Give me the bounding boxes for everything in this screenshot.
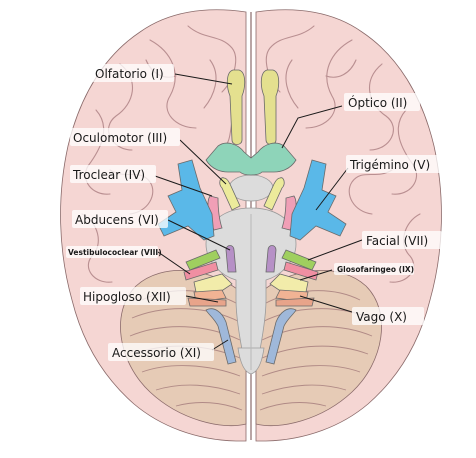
leader-glossopharyngeal bbox=[299, 269, 333, 281]
leader-olfactory bbox=[174, 73, 233, 85]
label-accessory: Accessorio (XI) bbox=[112, 346, 201, 360]
hypoglossal-nerve-left bbox=[187, 297, 227, 307]
glossopharyngeal-nerve-right bbox=[269, 273, 309, 293]
leader-trigeminal bbox=[315, 167, 349, 211]
label-vestibulocochlear: Vestibulococlear (VIII) bbox=[68, 248, 162, 257]
leader-oculomotor bbox=[179, 139, 227, 185]
label-glossopharyngeal: Glosofaringeo (IX) bbox=[337, 265, 414, 274]
accessory-nerve-right bbox=[265, 308, 297, 365]
leader-lines bbox=[154, 73, 363, 351]
label-olfactory: Olfatorio (I) bbox=[95, 67, 164, 81]
olfactory-nerve-left bbox=[226, 69, 246, 145]
labels: Olfatorio (I) Óptico (II) Oculomotor (II… bbox=[66, 64, 446, 361]
oculomotor-nerve-right bbox=[263, 177, 285, 211]
facial-nerve-right bbox=[281, 249, 317, 271]
abducens-nerve-right bbox=[265, 245, 277, 273]
label-trochlear: Troclear (IV) bbox=[72, 168, 145, 182]
label-abducens: Abducens (VI) bbox=[75, 213, 159, 227]
trigeminal-nerve-right bbox=[289, 159, 347, 241]
label-trigeminal: Trigémino (V) bbox=[349, 158, 430, 172]
label-vagus: Vago (X) bbox=[356, 310, 407, 324]
optic-chiasm bbox=[205, 142, 297, 176]
label-facial: Facial (VII) bbox=[366, 234, 428, 248]
vestibulocochlear-nerve-right bbox=[283, 261, 319, 281]
label-oculomotor: Oculomotor (III) bbox=[73, 131, 167, 145]
leader-vestibulocochlear bbox=[157, 251, 191, 275]
leader-abducens bbox=[167, 219, 231, 251]
leader-hypoglossal bbox=[185, 295, 219, 303]
label-optic: Óptico (II) bbox=[348, 95, 407, 110]
vestibulocochlear-nerve-left bbox=[183, 261, 219, 281]
accessory-nerve-left bbox=[205, 308, 237, 365]
leader-accessory bbox=[211, 339, 229, 351]
hypoglossal-nerve-right bbox=[275, 297, 315, 307]
label-hypoglossal: Hipogloso (XII) bbox=[83, 290, 171, 304]
cranial-nerves bbox=[157, 69, 347, 365]
leader-vagus bbox=[299, 295, 353, 313]
facial-nerve-left bbox=[185, 249, 221, 271]
leader-optic bbox=[281, 105, 343, 149]
leader-facial bbox=[307, 239, 363, 261]
trigeminal-nerve-left bbox=[157, 159, 215, 241]
leader-trochlear bbox=[154, 175, 213, 197]
glossopharyngeal-nerve-left bbox=[193, 273, 233, 293]
